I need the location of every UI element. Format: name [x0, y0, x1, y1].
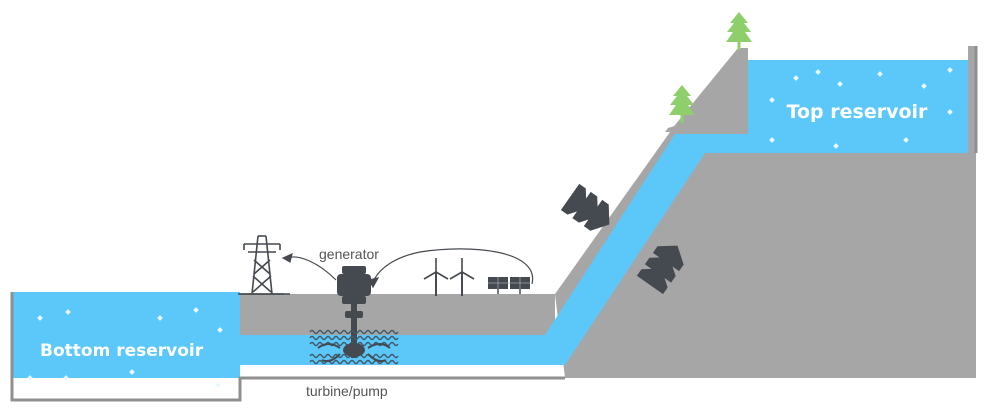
sparkle [837, 81, 843, 87]
tree-icon [726, 12, 752, 50]
bottom-reservoir-label: Bottom reservoir [40, 341, 204, 361]
turbine-icon [309, 329, 399, 365]
sparkle [921, 83, 927, 89]
sparkle [129, 369, 135, 375]
tree-ledge [665, 118, 700, 132]
sparkle [157, 315, 163, 321]
wind-turbine-icon [423, 258, 449, 296]
sparkle [877, 71, 883, 77]
arrowhead [281, 252, 293, 263]
chevron-down-icon [560, 183, 610, 231]
solar-panel-icon [488, 277, 530, 294]
water-wave [309, 335, 399, 341]
wind-turbine-icon [449, 258, 475, 296]
renewables-to-generator-arrow [373, 248, 534, 285]
top-reservoir-label: Top reservoir [787, 101, 928, 123]
bottom-reservoir-wall [10, 292, 565, 402]
tree-icon [669, 85, 695, 123]
water-wave [309, 329, 399, 335]
sparkle [833, 143, 839, 149]
sparkle [947, 67, 953, 73]
power-pylon-icon [240, 235, 284, 295]
terrain [240, 46, 976, 378]
generator-label: generator [319, 246, 379, 262]
mountain [555, 46, 976, 378]
sparkle [217, 327, 223, 333]
sparkle [793, 75, 799, 81]
sparkle [193, 307, 199, 313]
arrowhead [368, 277, 380, 289]
sparkle [27, 375, 33, 381]
energy-flow-arrows [281, 248, 534, 289]
chevron-up-icon [636, 245, 684, 295]
sparkle [903, 137, 909, 143]
generator-icon [337, 266, 371, 304]
sparkle [769, 97, 775, 103]
penstock [240, 134, 968, 365]
shaft-collar [345, 311, 363, 318]
sparkle [65, 309, 71, 315]
sparkle [815, 69, 821, 75]
ground-bank [240, 294, 555, 335]
turbine-pump-label: turbine/pump [306, 383, 388, 399]
bottom-reservoir-water [12, 292, 240, 378]
sparkle [947, 109, 953, 115]
sparkle [769, 137, 775, 143]
sparkle [215, 382, 221, 388]
top-reservoir-water [748, 60, 968, 153]
